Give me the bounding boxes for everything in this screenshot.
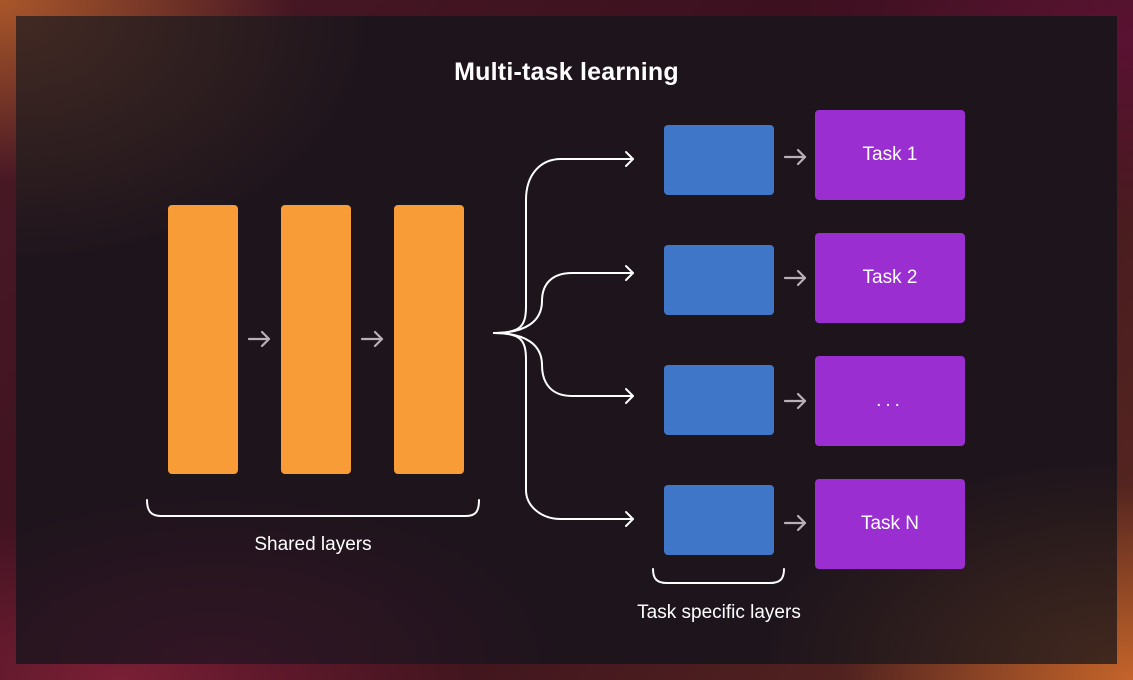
arrow-icon (360, 330, 384, 348)
diagram-panel: Multi-task learning Task 1 Task 2 ... Ta… (16, 16, 1117, 664)
task-box-1: Task 1 (815, 110, 965, 200)
arrow-icon (783, 392, 807, 410)
arrow-icon (247, 330, 271, 348)
task-box-2: Task 2 (815, 233, 965, 323)
task-box-label: Task N (860, 513, 920, 534)
shared-layer-2 (281, 205, 351, 474)
shared-layers-bracket (146, 499, 480, 517)
task-specific-layer-4 (664, 485, 774, 555)
task-layers-bracket (652, 568, 785, 584)
task-box-label: Task 1 (862, 144, 918, 165)
connector-layer (146, 148, 807, 584)
diagram-title: Multi-task learning (454, 58, 679, 86)
branch-connector (493, 151, 634, 527)
task-box-n: Task N (815, 479, 965, 569)
task-specific-layer-2 (664, 245, 774, 315)
shared-layer-1 (168, 205, 238, 474)
task-specific-layer-1 (664, 125, 774, 195)
task-specific-layer-3 (664, 365, 774, 435)
arrow-icon (783, 514, 807, 532)
shared-layer-3 (394, 205, 464, 474)
arrow-icon (783, 148, 807, 166)
task-box-label: ... (876, 390, 904, 411)
task-box-label: Task 2 (862, 267, 918, 288)
task-box-ellipsis: ... (815, 356, 965, 446)
task-specific-layers-label: Task specific layers (637, 602, 801, 623)
shared-layers-label: Shared layers (254, 534, 372, 555)
arrow-icon (783, 269, 807, 287)
